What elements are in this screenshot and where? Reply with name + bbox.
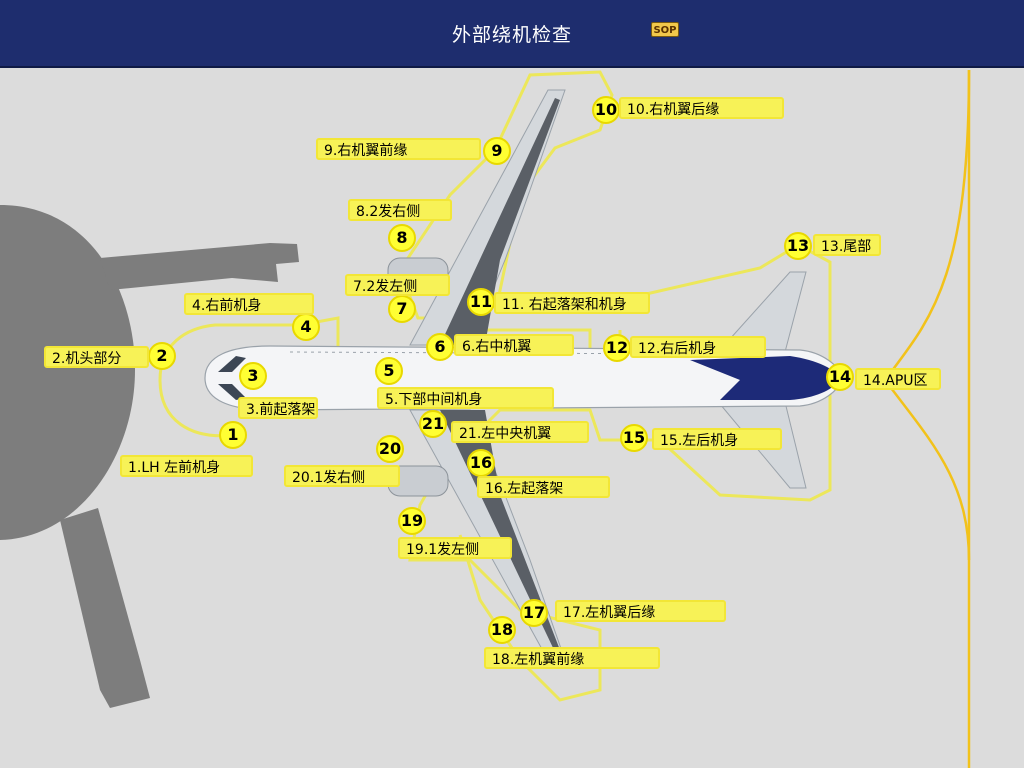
- terminal-building: [0, 205, 299, 708]
- checkpoint-1-marker[interactable]: 1: [219, 421, 247, 449]
- checkpoint-16-marker[interactable]: 16: [467, 449, 495, 477]
- sop-button[interactable]: SOP: [651, 22, 679, 37]
- checkpoint-14-label[interactable]: 14.APU区: [855, 368, 941, 390]
- checkpoint-2-label[interactable]: 2.机头部分: [44, 346, 149, 368]
- header-bar: 外部绕机检查 SOP: [0, 0, 1024, 68]
- checkpoint-5-label[interactable]: 5.下部中间机身: [377, 387, 554, 409]
- checkpoint-16-label[interactable]: 16.左起落架: [477, 476, 610, 498]
- checkpoint-8-marker[interactable]: 8: [388, 224, 416, 252]
- checkpoint-15-marker[interactable]: 15: [620, 424, 648, 452]
- checkpoint-1-label[interactable]: 1.LH 左前机身: [120, 455, 253, 477]
- checkpoint-7-label[interactable]: 7.2发左侧: [345, 274, 450, 296]
- checkpoint-4-marker[interactable]: 4: [292, 313, 320, 341]
- checkpoint-14-marker[interactable]: 14: [826, 363, 854, 391]
- checkpoint-10-marker[interactable]: 10: [592, 96, 620, 124]
- checkpoint-3-label[interactable]: 3.前起落架: [238, 397, 318, 419]
- checkpoint-7-marker[interactable]: 7: [388, 295, 416, 323]
- taxi-line-curve: [883, 69, 971, 561]
- aircraft: [204, 89, 843, 661]
- checkpoint-6-label[interactable]: 6.右中机翼: [454, 334, 574, 356]
- checkpoint-10-label[interactable]: 10.右机翼后缘: [619, 97, 784, 119]
- checkpoint-13-marker[interactable]: 13: [784, 232, 812, 260]
- checkpoint-2-marker[interactable]: 2: [148, 342, 176, 370]
- checkpoint-19-label[interactable]: 19.1发左侧: [398, 537, 512, 559]
- checkpoint-21-marker[interactable]: 21: [419, 410, 447, 438]
- checkpoint-4-label[interactable]: 4.右前机身: [184, 293, 314, 315]
- checkpoint-8-label[interactable]: 8.2发右侧: [348, 199, 452, 221]
- checkpoint-15-label[interactable]: 15.左后机身: [652, 428, 782, 450]
- checkpoint-11-label[interactable]: 11. 右起落架和机身: [494, 292, 650, 314]
- checkpoint-17-label[interactable]: 17.左机翼后缘: [555, 600, 726, 622]
- checkpoint-17-marker[interactable]: 17: [520, 599, 548, 627]
- checkpoint-18-marker[interactable]: 18: [488, 616, 516, 644]
- checkpoint-12-label[interactable]: 12.右后机身: [630, 336, 766, 358]
- checkpoint-20-marker[interactable]: 20: [376, 435, 404, 463]
- page-title: 外部绕机检查: [451, 24, 572, 46]
- checkpoint-3-marker[interactable]: 3: [239, 362, 267, 390]
- checkpoint-6-marker[interactable]: 6: [426, 333, 454, 361]
- checkpoint-9-label[interactable]: 9.右机翼前缘: [316, 138, 481, 160]
- checkpoint-21-label[interactable]: 21.左中央机翼: [451, 421, 589, 443]
- checkpoint-9-marker[interactable]: 9: [483, 137, 511, 165]
- checkpoint-20-label[interactable]: 20.1发右侧: [284, 465, 400, 487]
- checkpoint-18-label[interactable]: 18.左机翼前缘: [484, 647, 660, 669]
- checkpoint-12-marker[interactable]: 12: [603, 334, 631, 362]
- checkpoint-13-label[interactable]: 13.尾部: [813, 234, 881, 256]
- checkpoint-5-marker[interactable]: 5: [375, 357, 403, 385]
- checkpoint-19-marker[interactable]: 19: [398, 507, 426, 535]
- checkpoint-11-marker[interactable]: 11: [467, 288, 495, 316]
